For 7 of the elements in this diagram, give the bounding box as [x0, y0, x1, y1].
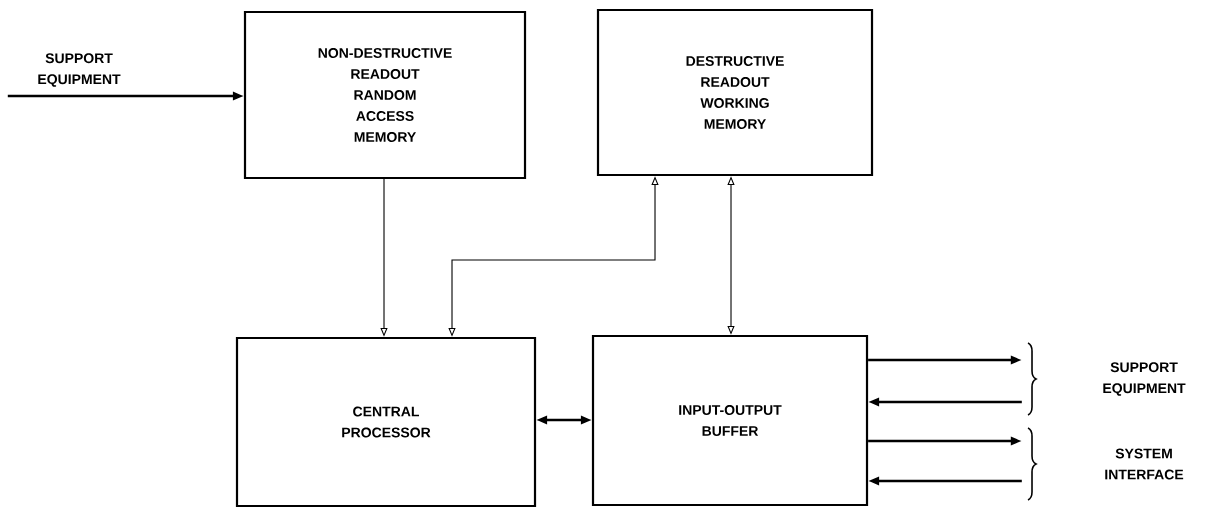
- block-box: INPUT-OUTPUT BUFFER: [591, 334, 869, 507]
- braced-label: SYSTEM INTERFACE: [1027, 427, 1184, 501]
- braced-label: SUPPORT EQUIPMENT: [1027, 342, 1186, 416]
- block-box: NON-DESTRUCTIVE READOUT RANDOM ACCESS MEMORY: [243, 10, 527, 180]
- label-text: SUPPORT EQUIPMENT: [38, 53, 121, 87]
- block-box: CENTRAL PROCESSOR: [235, 336, 537, 508]
- block-box: DESTRUCTIVE READOUT WORKING MEMORY: [596, 8, 874, 177]
